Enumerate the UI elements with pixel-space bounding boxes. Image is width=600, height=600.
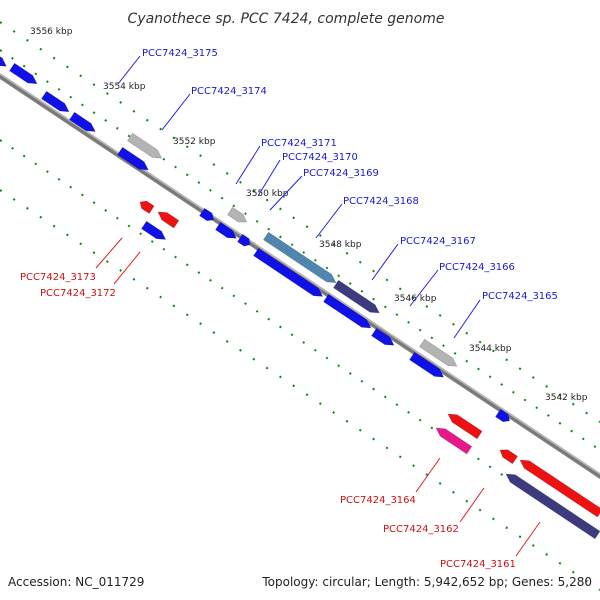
gene-arrow[interactable] xyxy=(9,62,38,85)
gene-arrow[interactable] xyxy=(215,221,237,239)
gene-label[interactable]: PCC7424_3174 xyxy=(191,86,267,97)
gene-arrow[interactable] xyxy=(495,408,510,423)
gene-arrow[interactable] xyxy=(323,293,372,329)
gene-label[interactable]: PCC7424_3171 xyxy=(261,138,337,149)
gene-arrow[interactable] xyxy=(117,146,149,171)
gene-arrow[interactable] xyxy=(0,50,7,67)
gene-arrow[interactable] xyxy=(199,207,214,222)
gene-arrow[interactable] xyxy=(333,279,380,314)
genome-backbone-highlight xyxy=(0,73,600,475)
gene-label[interactable]: PCC7424_3168 xyxy=(343,196,419,207)
gene-label[interactable]: PCC7424_3165 xyxy=(482,291,558,302)
gene-arrow[interactable] xyxy=(237,233,251,247)
kbp-label: 3548 kbp xyxy=(319,240,362,250)
tick-track-outer-lower xyxy=(0,189,600,591)
kbp-label: 3542 kbp xyxy=(545,393,588,403)
gene-features xyxy=(0,50,600,540)
topology-text: Topology: circular; Length: 5,942,652 bp… xyxy=(261,575,592,589)
gene-label[interactable]: PCC7424_3161 xyxy=(440,559,516,570)
gene-arrow[interactable] xyxy=(409,351,445,378)
gene-label[interactable]: PCC7424_3173 xyxy=(20,272,96,283)
gene-arrow[interactable] xyxy=(371,327,395,346)
tick-track-inner-upper xyxy=(0,49,600,451)
kbp-label: 3556 kbp xyxy=(30,27,73,37)
gene-label[interactable]: PCC7424_3172 xyxy=(40,288,116,299)
gene-arrow[interactable] xyxy=(69,111,96,132)
kbp-label: 3552 kbp xyxy=(173,137,216,147)
gene-arrow[interactable] xyxy=(157,211,180,229)
gene-arrow[interactable] xyxy=(505,473,600,540)
gene-label[interactable]: PCC7424_3170 xyxy=(282,152,358,163)
gene-label[interactable]: PCC7424_3164 xyxy=(340,495,416,506)
gene-arrow[interactable] xyxy=(435,427,473,455)
gene-arrow[interactable] xyxy=(139,200,155,214)
gene-label[interactable]: PCC7424_3169 xyxy=(303,168,379,179)
gene-label[interactable]: PCC7424_3167 xyxy=(400,236,476,247)
accession-text: Accession: NC_011729 xyxy=(8,575,144,589)
tick-track-outer xyxy=(0,21,600,423)
gene-arrow[interactable] xyxy=(41,90,70,113)
gene-arrow[interactable] xyxy=(263,231,337,283)
gene-arrow[interactable] xyxy=(419,338,458,367)
kbp-label: 3554 kbp xyxy=(103,82,146,92)
gene-label[interactable]: PCC7424_3162 xyxy=(383,524,459,535)
forward-label-leaders xyxy=(117,55,481,339)
gene-label[interactable]: PCC7424_3166 xyxy=(439,262,515,273)
gene-arrow[interactable] xyxy=(141,220,167,240)
gene-label[interactable]: PCC7424_3175 xyxy=(142,48,218,59)
gene-arrow[interactable] xyxy=(127,132,163,159)
gene-arrow[interactable] xyxy=(499,449,518,465)
gene-arrow[interactable] xyxy=(253,247,324,297)
genome-title: Cyanothece sp. PCC 7424, complete genome xyxy=(128,11,445,27)
gene-arrow[interactable] xyxy=(447,413,483,440)
gene-arrow[interactable] xyxy=(227,206,248,223)
kbp-label: 3544 kbp xyxy=(469,344,512,354)
kbp-label: 3550 kbp xyxy=(246,189,289,199)
reverse-label-leaders xyxy=(95,237,541,557)
